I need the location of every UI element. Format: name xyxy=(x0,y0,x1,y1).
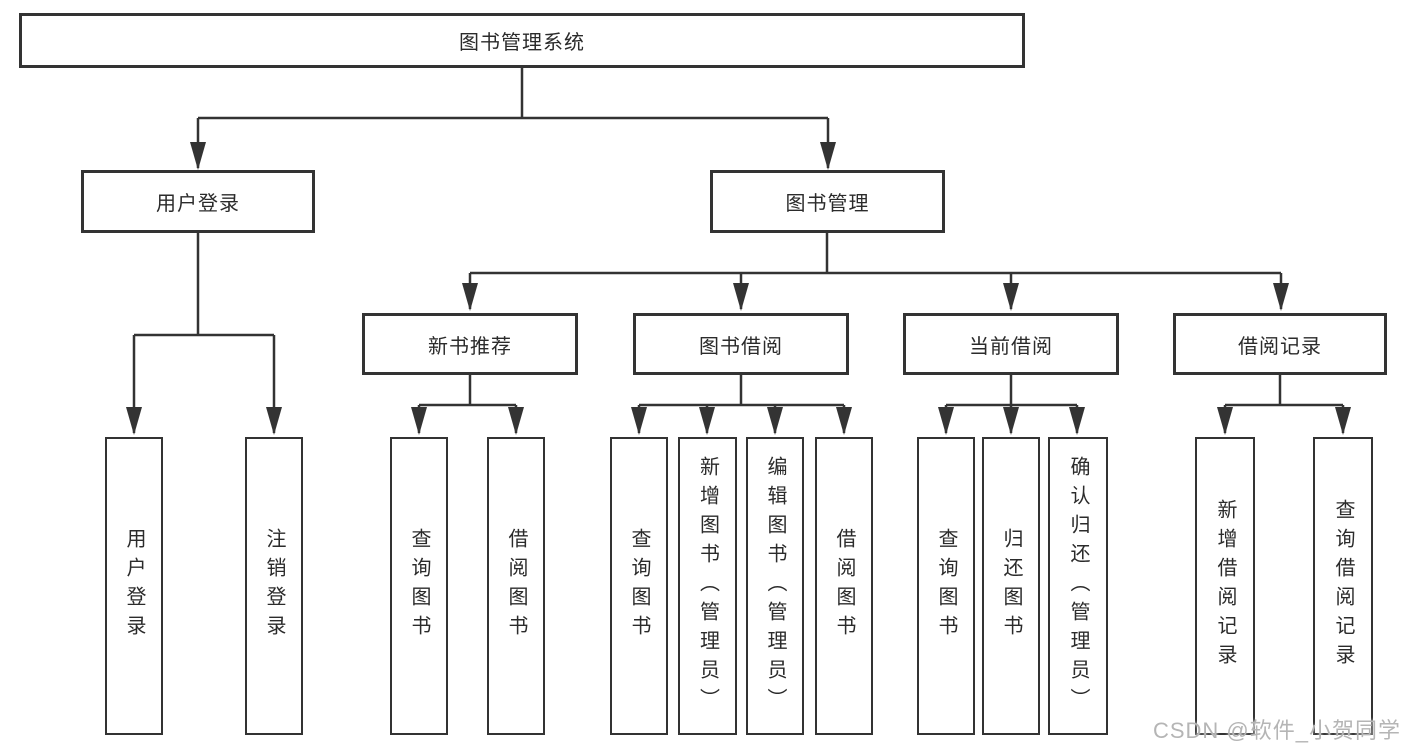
leaf-recommend-query-books: 查询图书 xyxy=(390,437,448,735)
node-borrow-records: 借阅记录 xyxy=(1173,313,1387,375)
node-user-login-label: 用户登录 xyxy=(156,193,240,215)
leaf-add-borrow-record: 新增借阅记录 xyxy=(1195,437,1255,735)
leaf-return-books-label: 归还图书 xyxy=(1000,528,1022,644)
leaf-borrow-books-label: 借阅图书 xyxy=(833,528,855,644)
node-new-book-recommend: 新书推荐 xyxy=(362,313,578,375)
node-book-borrow: 图书借阅 xyxy=(633,313,849,375)
node-root-label: 图书管理系统 xyxy=(459,32,585,54)
leaf-add-books-admin-label: 新增图书（管理员） xyxy=(696,455,719,717)
node-book-management: 图书管理 xyxy=(710,170,945,233)
node-borrow-records-label: 借阅记录 xyxy=(1238,335,1322,358)
connector-management-bar xyxy=(470,233,1281,275)
leaf-current-query-books-label: 查询图书 xyxy=(935,528,957,644)
leaf-current-query-books: 查询图书 xyxy=(917,437,975,735)
leaf-logout: 注销登录 xyxy=(245,437,303,735)
node-new-book-recommend-label: 新书推荐 xyxy=(428,335,512,358)
connector-login-bar xyxy=(134,233,274,337)
watermark: CSDN @软件_小贺同学 xyxy=(1152,718,1401,743)
leaf-edit-books-admin-label: 编辑图书（管理员） xyxy=(764,455,786,717)
leaf-query-borrow-record: 查询借阅记录 xyxy=(1313,437,1373,735)
leaf-borrow-query-books: 查询图书 xyxy=(610,437,668,735)
leaf-recommend-borrow-books-label: 借阅图书 xyxy=(505,528,527,644)
node-user-login: 用户登录 xyxy=(81,170,315,233)
leaf-return-books: 归还图书 xyxy=(982,437,1040,735)
leaf-edit-books-admin: 编辑图书（管理员） xyxy=(746,437,804,735)
connector-root-bar xyxy=(198,68,828,120)
leaf-user-login-label: 用户登录 xyxy=(123,528,145,644)
node-root: 图书管理系统 xyxy=(19,13,1025,68)
connector-records-bar xyxy=(1225,375,1343,407)
leaf-recommend-query-books-label: 查询图书 xyxy=(408,528,430,644)
leaf-add-books-admin: 新增图书（管理员） xyxy=(678,437,737,735)
leaf-logout-label: 注销登录 xyxy=(263,528,285,644)
node-book-management-label: 图书管理 xyxy=(785,193,870,215)
leaf-user-login: 用户登录 xyxy=(105,437,163,735)
leaf-confirm-return-admin: 确认归还（管理员） xyxy=(1048,437,1108,735)
leaf-borrow-books: 借阅图书 xyxy=(815,437,873,735)
leaf-query-borrow-record-label: 查询借阅记录 xyxy=(1332,499,1354,673)
connector-current-bar xyxy=(946,375,1077,407)
node-current-borrow: 当前借阅 xyxy=(903,313,1119,375)
node-current-borrow-label: 当前借阅 xyxy=(969,335,1053,358)
leaf-borrow-query-books-label: 查询图书 xyxy=(628,528,650,644)
connector-recommend-bar xyxy=(419,375,516,407)
leaf-confirm-return-admin-label: 确认归还（管理员） xyxy=(1067,455,1089,717)
leaf-add-borrow-record-label: 新增借阅记录 xyxy=(1214,499,1236,673)
node-book-borrow-label: 图书借阅 xyxy=(699,335,783,358)
connector-borrow-bar xyxy=(639,375,844,407)
leaf-recommend-borrow-books: 借阅图书 xyxy=(487,437,545,735)
